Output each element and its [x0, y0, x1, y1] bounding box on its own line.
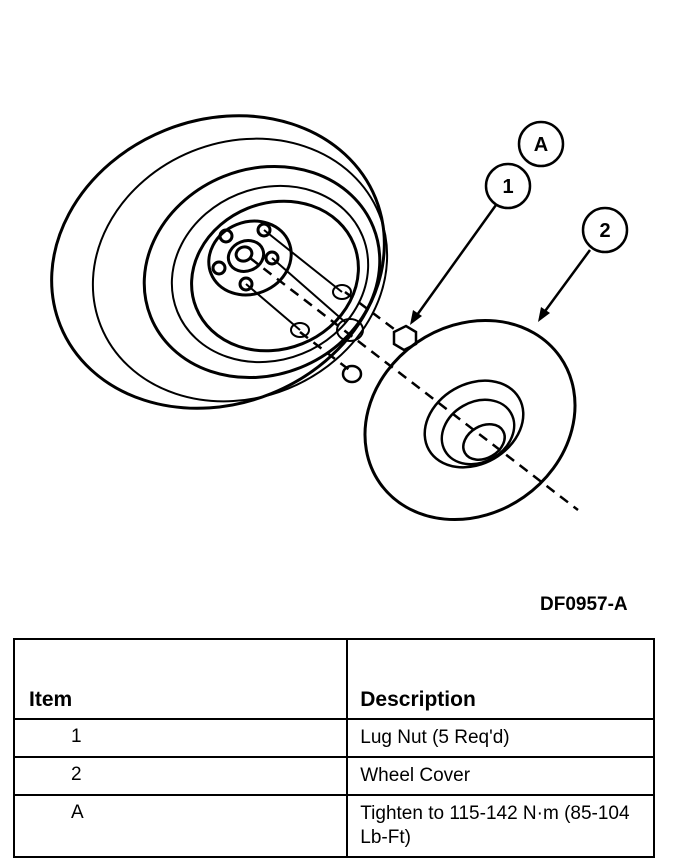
table-row: A Tighten to 115-142 N·m (85-104 Lb-Ft): [12, 794, 655, 858]
callout-label-a: A: [534, 134, 548, 156]
arrow-head: [410, 310, 422, 325]
callout-leaders: [410, 204, 592, 323]
arrow-head: [538, 307, 550, 322]
legend-description: Wheel Cover: [346, 756, 655, 796]
lug-nut-graphic: [341, 324, 418, 384]
legend-item: 1: [12, 718, 349, 758]
table-row: 2 Wheel Cover: [12, 756, 655, 796]
legend-header-description: Description: [346, 638, 655, 720]
callout-label-1: 1: [502, 176, 513, 198]
legend-description: Lug Nut (5 Req'd): [346, 718, 655, 758]
callout-circle-a: [517, 120, 565, 168]
legend-item: 2: [12, 756, 349, 796]
legend-header-row: Item Description: [12, 638, 655, 720]
legend-item: A: [12, 794, 349, 858]
alignment-lines: [249, 257, 579, 511]
legend-header-item: Item: [12, 638, 349, 720]
callout-circle-1: [484, 162, 532, 210]
wheel-hub: [207, 219, 293, 297]
callout-circle-2: [581, 206, 629, 254]
legend-table: Item Description 1 Lug Nut (5 Req'd) 2 W…: [12, 638, 655, 858]
wheel-exploded-diagram: A 1 2: [50, 114, 629, 522]
table-row: 1 Lug Nut (5 Req'd): [12, 718, 655, 758]
wheel-cover-graphic: [363, 318, 577, 522]
tire: [50, 114, 389, 410]
legend-description: Tighten to 115-142 N·m (85-104 Lb-Ft): [346, 794, 655, 858]
figure-id: DF0957-A: [540, 594, 628, 615]
callout-label-2: 2: [599, 220, 610, 242]
wheel-studs: [245, 229, 364, 342]
